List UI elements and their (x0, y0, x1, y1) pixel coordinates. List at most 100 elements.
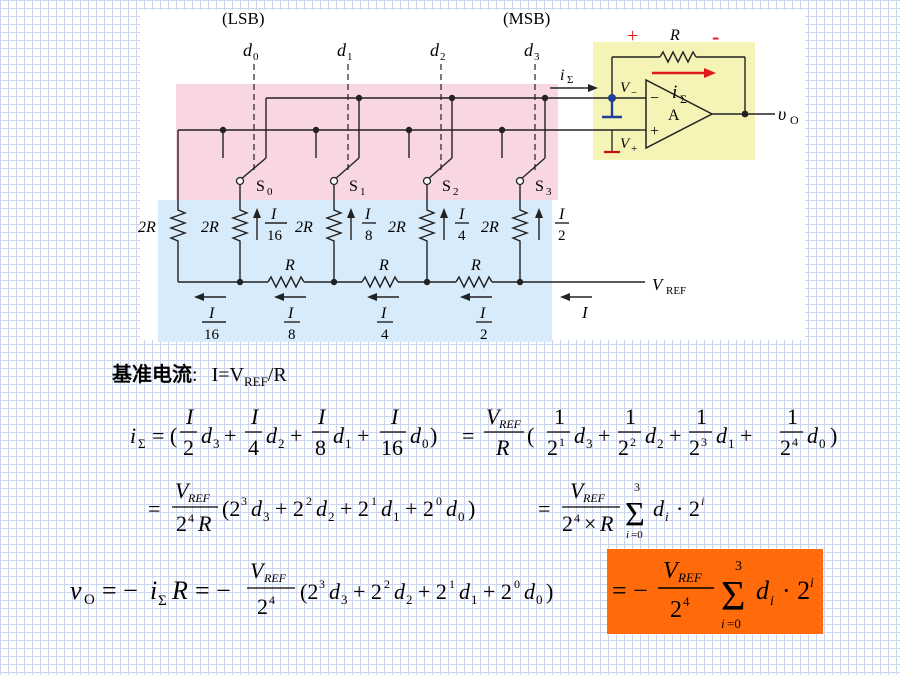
svg-text:d: d (459, 579, 471, 604)
reference-current-line: 基准电流:I=VREF/R (112, 358, 287, 390)
svg-text:0: 0 (422, 436, 429, 451)
svg-text:REF: REF (263, 571, 287, 585)
svg-text:Σ: Σ (138, 436, 146, 451)
opamp-region-yellow (593, 42, 755, 160)
svg-text:2: 2 (562, 511, 573, 536)
opamp-connections (611, 50, 775, 131)
svg-text:d: d (574, 423, 586, 448)
svg-text:+ 2: + 2 (418, 579, 447, 604)
svg-text:=: = (148, 496, 160, 521)
resistor-2r-branch-0 (230, 185, 250, 282)
svg-text:16: 16 (381, 435, 403, 460)
svg-text:I: I (458, 206, 465, 223)
label-2r-term: 2R (138, 219, 156, 236)
svg-text:1: 1 (696, 404, 707, 429)
svg-text:1: 1 (554, 404, 565, 429)
svg-text:2: 2 (176, 511, 187, 536)
svg-text:R: R (171, 576, 188, 605)
feedback-r-label: R (669, 27, 680, 44)
svg-text:i: i (150, 576, 157, 605)
ref-current-label: 基准电流 (112, 362, 192, 386)
svg-text:I: I (479, 305, 486, 322)
svg-text:+: + (357, 423, 369, 448)
svg-text:0: 0 (253, 51, 259, 63)
svg-text:4: 4 (381, 327, 389, 343)
switch-label-3: S 3 (535, 178, 552, 198)
switch-0 (222, 98, 267, 186)
svg-text:d: d (394, 579, 406, 604)
input-current-label: I (581, 303, 589, 322)
summing-bus (266, 94, 612, 102)
svg-text:2: 2 (558, 228, 566, 244)
ladder-current-arrows (194, 293, 592, 301)
svg-text:= −: = − (612, 576, 648, 605)
resistor-2r-branch-3 (510, 185, 530, 282)
svg-text:3: 3 (534, 51, 540, 63)
svg-text:2: 2 (670, 597, 682, 623)
svg-text:1: 1 (787, 404, 798, 429)
branch-current-2: I 4 (455, 206, 469, 244)
svg-text:3: 3 (634, 480, 640, 494)
svg-text:2: 2 (440, 51, 446, 63)
label-2r-3: 2R (481, 219, 499, 236)
svg-text:3: 3 (546, 186, 552, 198)
svg-text:i: i (130, 423, 136, 448)
svg-text:V: V (652, 275, 665, 294)
svg-text:REF: REF (666, 285, 686, 297)
ladder-current-1: I 8 (284, 305, 300, 343)
svg-text:8: 8 (365, 228, 373, 244)
ladder-line (178, 275, 645, 289)
svg-text:d: d (337, 40, 347, 60)
svg-text:V: V (175, 478, 191, 503)
svg-text:8: 8 (288, 327, 296, 343)
svg-text:S: S (349, 178, 358, 195)
svg-text:2: 2 (630, 435, 636, 449)
svg-text:3: 3 (586, 436, 593, 451)
svg-text:I: I (208, 305, 215, 322)
svg-text:d: d (410, 423, 422, 448)
svg-text:2: 2 (406, 592, 413, 607)
svg-text:V: V (620, 136, 631, 152)
svg-text:O: O (790, 113, 799, 127)
ladder-current-2: I 4 (377, 305, 393, 343)
svg-text:d: d (645, 423, 657, 448)
svg-text:+ 2: + 2 (483, 579, 512, 604)
svg-text:): ) (430, 423, 437, 448)
svg-text:1: 1 (728, 436, 735, 451)
switch-label-0: S 0 (256, 178, 273, 198)
svg-text:1: 1 (347, 51, 353, 63)
ref-eq-post: /R (267, 364, 287, 386)
svg-text:3: 3 (241, 494, 247, 508)
svg-text:): ) (468, 496, 475, 521)
svg-text:REF: REF (582, 491, 606, 505)
i-sigma-arrow: i Σ (550, 67, 598, 92)
feedback-current-arrow (652, 68, 716, 78)
opamp-name: A (668, 107, 680, 124)
svg-text:0: 0 (458, 509, 465, 524)
v-minus-label: V − (620, 80, 637, 99)
svg-text:S: S (535, 178, 544, 195)
svg-text:REF: REF (498, 417, 522, 431)
svg-text:1: 1 (345, 436, 352, 451)
svg-text:υ: υ (778, 104, 786, 124)
svg-text:0: 0 (514, 577, 520, 591)
vref-label: V REF (652, 275, 686, 297)
svg-text:2: 2 (183, 435, 194, 460)
vo-label: υ O (778, 104, 799, 127)
svg-text:1: 1 (471, 592, 478, 607)
opamp-plus: + (650, 123, 659, 140)
svg-text:+: + (669, 423, 681, 448)
svg-text:+: + (598, 423, 610, 448)
svg-text:4: 4 (683, 594, 690, 609)
svg-text:2: 2 (689, 435, 700, 460)
ladder-region-blue (158, 200, 552, 342)
svg-text:d: d (381, 496, 393, 521)
svg-text:3: 3 (341, 592, 348, 607)
msb-label: (MSB) (503, 9, 550, 28)
svg-text:d: d (333, 423, 345, 448)
svg-text:O: O (84, 592, 95, 608)
svg-text:= (: = ( (152, 423, 177, 448)
svg-text:v: v (70, 576, 82, 605)
svg-text:(: ( (527, 423, 534, 448)
